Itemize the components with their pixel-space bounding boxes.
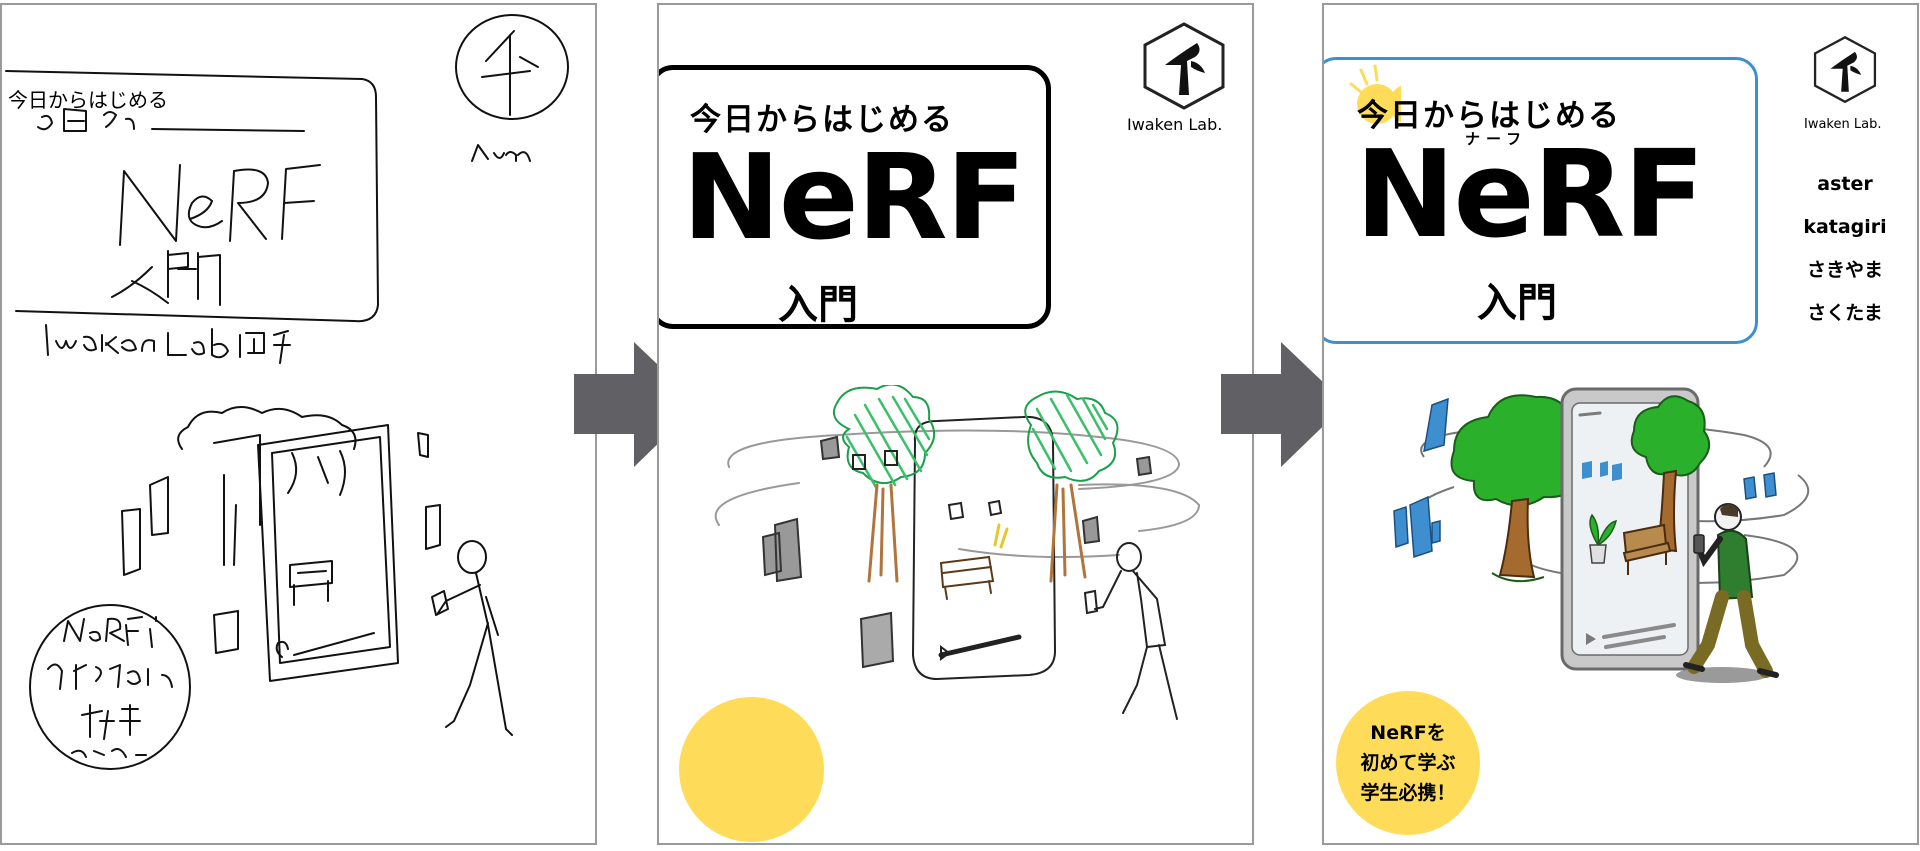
badge-line: 初めて学ぶ xyxy=(1360,752,1456,774)
title-sub: 入門 xyxy=(778,282,858,328)
title-ruby: ナーフ xyxy=(1465,130,1528,148)
lab-logo-icon xyxy=(1143,22,1225,110)
badge-line: NeRFを xyxy=(1370,722,1446,744)
author-name: さくたま xyxy=(1807,302,1883,324)
badge-line: 学生必携！ xyxy=(1360,782,1456,804)
lab-name: Iwaken Lab. xyxy=(1804,117,1882,132)
title-top: 今日からはじめる xyxy=(1357,90,1621,135)
author-name: aster xyxy=(1817,173,1873,195)
author-name: さきやま xyxy=(1806,259,1883,281)
tagline-badge: NeRFを 初めて学ぶ 学生必携！ xyxy=(1336,691,1480,835)
badge-placeholder xyxy=(679,697,824,842)
draft-illustration xyxy=(714,385,1201,720)
title-main: NeRF xyxy=(682,128,1026,266)
title-top-rest: からはじめる xyxy=(1423,98,1621,134)
sketch-caption: 今日からはじめる xyxy=(8,88,168,112)
author-list: aster katagiri さきやま さくたま xyxy=(1782,163,1908,335)
title-sub: 入門 xyxy=(1477,280,1557,326)
title-frame: 今日からはじめる NeRF 入門 xyxy=(659,65,1051,329)
title-top-highlight: 今日 xyxy=(1357,98,1423,134)
sketch-drawing xyxy=(5,14,569,770)
lab-name: Iwaken Lab. xyxy=(1127,115,1223,134)
arrow-right-icon xyxy=(574,342,699,467)
title-frame: 今日からはじめる ナーフ NeRF 入門 xyxy=(1324,57,1758,344)
arrow-right-icon xyxy=(1221,342,1346,467)
sketch-panel: 今日からはじめる xyxy=(0,3,597,845)
lab-logo-icon xyxy=(1813,35,1877,104)
title-top: 今日からはじめる xyxy=(690,102,954,138)
final-cover-panel: 今日からはじめる ナーフ NeRF 入門 Iwaken Lab. aster k… xyxy=(1322,3,1919,845)
cover-illustration xyxy=(1393,387,1810,683)
sparkle-icon xyxy=(1349,64,1401,124)
author-name: katagiri xyxy=(1803,216,1887,238)
draft-panel: 今日からはじめる NeRF 入門 Iwaken Lab. xyxy=(657,3,1254,845)
title-main: NeRF xyxy=(1355,126,1705,265)
